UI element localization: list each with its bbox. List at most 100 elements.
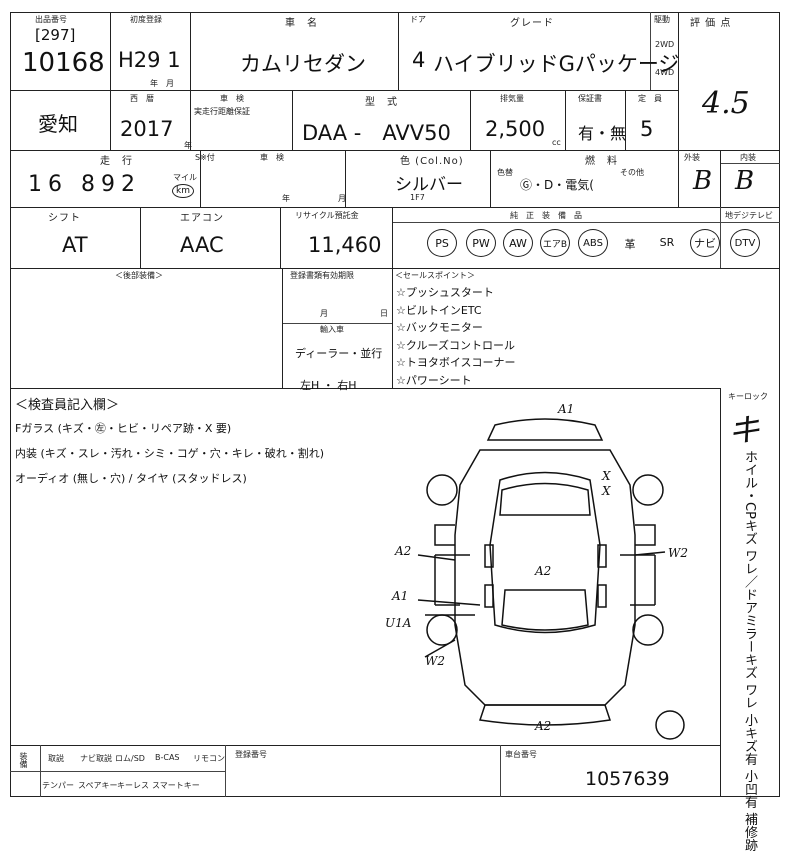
- year-label: 西 暦: [130, 94, 154, 103]
- warranty-label: 保証書: [578, 94, 602, 103]
- shaken-label: 車 検: [260, 153, 284, 162]
- fuel-tag: 色替: [497, 168, 513, 177]
- region: 愛知: [38, 112, 78, 136]
- drive-4wd: 4WD: [655, 68, 675, 77]
- year-suffix: 年: [184, 141, 192, 150]
- equip-airbag: エアB: [540, 229, 570, 257]
- first-reg-label: 初度登録: [130, 15, 162, 24]
- interior-label: 内装: [740, 153, 756, 162]
- extras-label: ＜後部装備＞: [115, 271, 163, 280]
- shaken-year: 年: [282, 194, 290, 203]
- model-year: 2017: [120, 117, 174, 141]
- selling-points-label: ＜セールスポイント＞: [395, 271, 475, 280]
- warranty: 有・無: [578, 124, 627, 143]
- color-label: 色 (Col.No): [400, 156, 464, 167]
- mileage-label: 走 行: [100, 156, 133, 167]
- equip-pw: PW: [466, 229, 496, 257]
- hdd-label: 地デジテレビ: [725, 211, 773, 220]
- capacity-label: 定 員: [638, 94, 662, 103]
- door-label: ドア: [410, 15, 426, 24]
- mark-a2-rear: A2: [534, 719, 551, 733]
- cc-unit: cc: [552, 138, 561, 147]
- windscreen: [499, 482, 591, 516]
- fuel-label: 燃 料: [585, 156, 618, 167]
- footer-item: 取説: [48, 754, 64, 763]
- selling-point: ☆クルーズコントロール: [396, 338, 515, 352]
- lot-prefix: [297]: [35, 26, 76, 44]
- import-dealer: ディーラー・並行: [295, 347, 383, 360]
- selling-point: ☆バックモニター: [396, 321, 483, 334]
- key-label: キーロック: [728, 392, 768, 401]
- cabin-outline: [489, 471, 601, 634]
- displacement-label: 排気量: [500, 94, 524, 103]
- left-mirror: [434, 524, 455, 546]
- mark-x-top: X: [601, 469, 611, 483]
- car-damage-diagram: A1 A2 A1 U1A W2 A2 W2 A2 X X: [385, 402, 688, 740]
- equipment-label: 純 正 装 備 品: [510, 211, 582, 220]
- interior-grade: B: [735, 166, 755, 196]
- footer-item: キーレス: [117, 781, 149, 790]
- inspection-number-label: 登録番号: [235, 750, 267, 759]
- equip-dtv: DTV: [730, 229, 760, 257]
- first-registration: H29 1: [118, 48, 181, 72]
- footer-item: テンパー: [42, 781, 74, 790]
- footer-item: ロム/SD: [115, 754, 145, 763]
- lot-number: 10168: [22, 48, 105, 78]
- rear-bumper-shape: [479, 704, 611, 726]
- wheel-rear-left: [426, 614, 458, 646]
- mark-w2-right: W2: [668, 546, 688, 560]
- model-name: カムリセダン: [240, 52, 366, 76]
- equip-ps: PS: [427, 229, 457, 257]
- auction-sheet: 出品番号 [297] 10168 初度登録 H29 1 年 月 車 名 カムリセ…: [10, 12, 780, 852]
- mark-a2-roof: A2: [534, 564, 551, 578]
- selling-point: ☆ビルトインETC: [396, 303, 482, 317]
- auction-score: 4.5: [702, 86, 750, 121]
- right-mirror: [635, 524, 656, 546]
- footer-item: ナビ取説: [80, 754, 112, 763]
- aircon-label: エアコン: [180, 213, 224, 224]
- recycle-fee: 11,460: [308, 233, 382, 257]
- selling-point: ☆パワーシート: [396, 373, 472, 387]
- lot-label: 出品番号: [35, 15, 67, 24]
- chassis-number: 1057639: [585, 768, 670, 790]
- aircon: AAC: [180, 233, 224, 257]
- shift-label: シフト: [48, 213, 81, 224]
- spare-wheel: [655, 710, 685, 740]
- selling-points-list: ☆プッシュスタート ☆ビルトインETC ☆バックモニター ☆クルーズコントロール…: [396, 284, 516, 389]
- registration-valid-label: 登録書類有効期限: [290, 271, 354, 280]
- wheel-front-left: [426, 474, 458, 506]
- mile-unit: マイル: [173, 173, 197, 182]
- handle-position: 左H ・ 右H: [300, 379, 357, 392]
- inspector-note-glass: Fガラス (キズ・㊧・ヒビ・リペア跡・X 要): [15, 422, 232, 435]
- door-handle-fl: [484, 544, 494, 568]
- shaken-month: 月: [338, 194, 346, 203]
- footer-item: スペアキー: [78, 781, 118, 790]
- transmission: AT: [62, 233, 88, 257]
- equip-leather: 革: [624, 238, 636, 251]
- mark-a2-left: A2: [394, 544, 411, 558]
- key-column-notes: ホイル・CPキズ ワレ／ドアミラーキズ ワレ 小キズ有 小凹有 補修跡: [742, 450, 757, 852]
- door-handle-rl: [484, 584, 494, 608]
- exterior-grade: B: [693, 166, 713, 196]
- mark-a1-front: A1: [557, 402, 574, 416]
- mark-w2-left: W2: [425, 654, 445, 668]
- valid-day: 日: [380, 309, 388, 318]
- footer-item: スマートキー: [152, 781, 200, 790]
- displacement: 2,500: [485, 117, 546, 141]
- equip-abs: ABS: [578, 229, 608, 257]
- year-month-label: 年 月: [150, 79, 174, 88]
- inspector-note-interior: 内装 (キズ・スレ・汚れ・シミ・コゲ・穴・キレ・破れ・割れ): [15, 447, 325, 460]
- wheel-rear-right: [632, 614, 664, 646]
- km-unit: km: [172, 184, 194, 198]
- valid-month: 月: [320, 309, 328, 318]
- grade: ハイブリッドGパッケージ: [433, 52, 680, 76]
- capacity: 5: [640, 117, 654, 141]
- model-label: 車 名: [285, 18, 318, 29]
- type-label: 型 式: [365, 97, 398, 108]
- grade-label: グレード: [510, 18, 554, 29]
- mileage: 16 892: [28, 172, 141, 197]
- inspector-notes-heading: ＜検査員記入欄＞: [15, 398, 120, 413]
- sheet-border: [10, 12, 780, 797]
- import-label: 輸入車: [320, 325, 344, 334]
- footer-item: B-CAS: [155, 753, 180, 762]
